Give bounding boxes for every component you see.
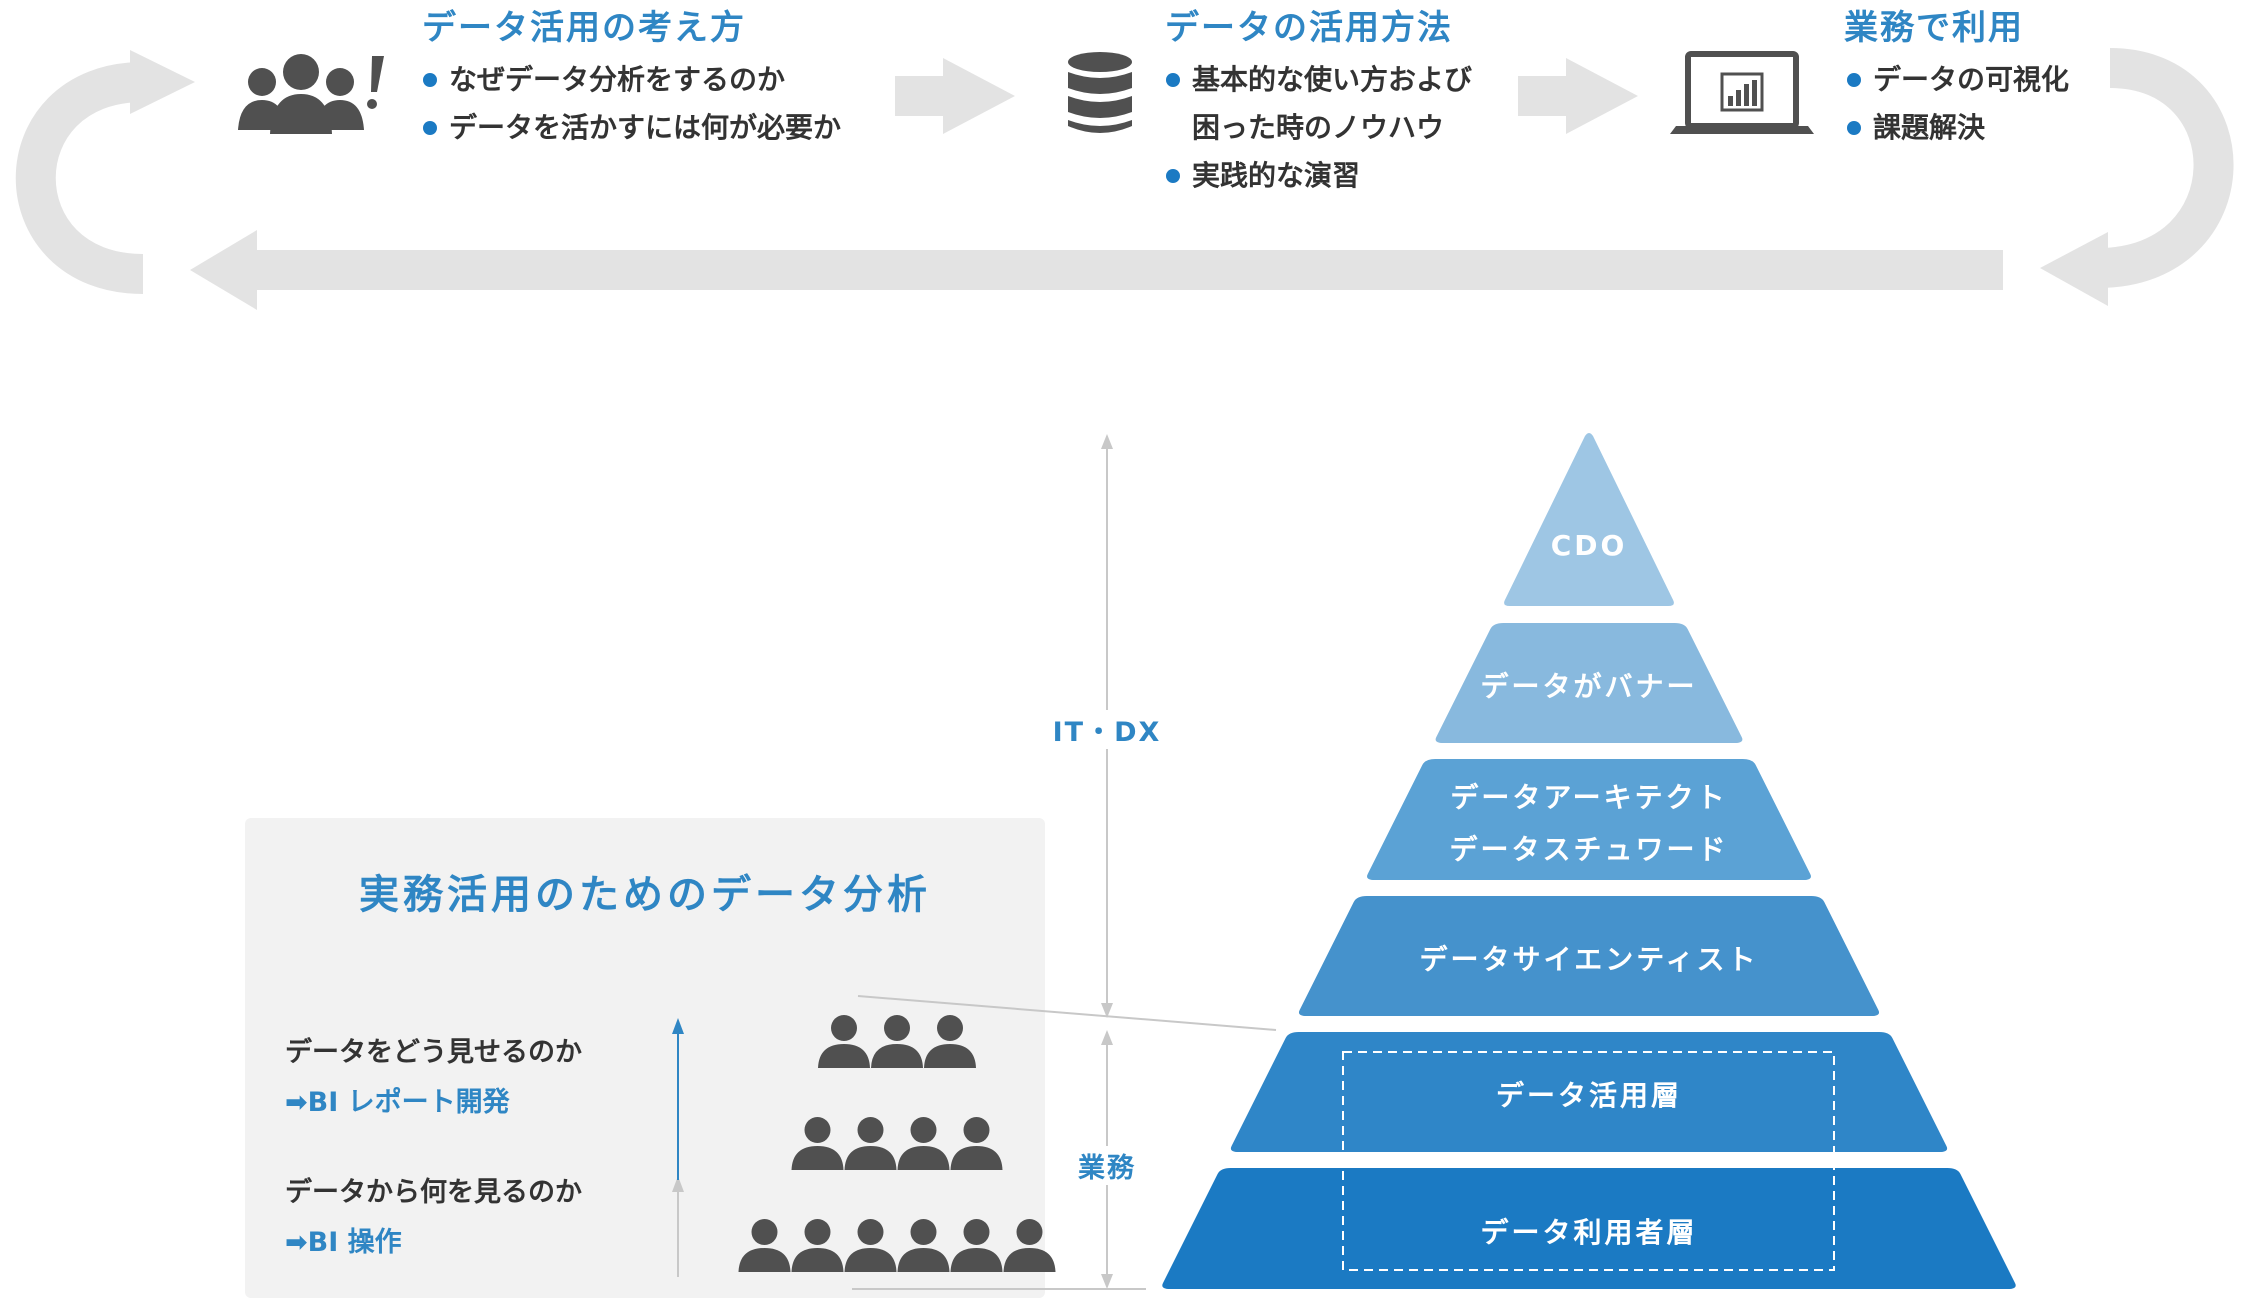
return-arrow-right-head (2040, 232, 2108, 306)
flow-diagram (15, 48, 2234, 310)
step-title-1: データ活用の考え方 (422, 8, 746, 48)
pyramid-tier-label-1: CDO (1550, 529, 1628, 562)
step-1-bullet-2: データを活かすには何が必要か (423, 104, 841, 152)
step-list-2: 基本的な使い方および 困った時のノウハウ 実践的な演習 (1166, 56, 1472, 200)
return-arrow-left (15, 62, 144, 294)
pyramid-tier-label-3-1: データアーキテクト (1450, 780, 1728, 814)
panel-answer-2: ➡BI 操作 (285, 1227, 402, 1258)
pyramid-tier-label-5: データ活用層 (1495, 1079, 1682, 1112)
step-title-2: データの活用方法 (1165, 8, 1453, 48)
return-bar-head (190, 230, 257, 310)
pyramid-tier-label-6: データ利用者層 (1480, 1215, 1698, 1249)
pyramid-tier-label-2: データがバナー (1480, 670, 1698, 703)
step-2-bullet-1: 基本的な使い方および (1166, 56, 1472, 104)
panel-title: 実務活用のためのデータ分析 (359, 872, 931, 918)
return-arrow-right (2097, 48, 2234, 288)
panel-answer-1: ➡BI レポート開発 (285, 1087, 510, 1118)
step-arrow-1 (895, 58, 1015, 134)
step-3-bullet-1: データの可視化 (1847, 56, 2069, 104)
panel-question-2: データから何を見るのか (285, 1177, 582, 1208)
return-arrow-left-head (130, 50, 195, 114)
step-list-1: なぜデータ分析をするのか データを活かすには何が必要か (423, 56, 841, 152)
pyramid-tier-1 (1504, 433, 1674, 606)
step-1-bullet-1: なぜデータ分析をするのか (423, 56, 841, 104)
axis-label-it-dx: IT・DX (1052, 710, 1162, 749)
analysis-panel: 実務活用のためのデータ分析 データをどう見せるのか ➡BI レポート開発 データ… (245, 818, 1045, 1298)
step-2-bullet-1-cont: 困った時のノウハウ (1192, 111, 1445, 144)
axis-label-business: 業務 (1072, 1146, 1142, 1185)
pyramid-tier-label-4: データサイエンティスト (1419, 943, 1759, 976)
panel-question-1: データをどう見せるのか (285, 1037, 582, 1068)
step-arrow-2 (1518, 58, 1638, 134)
pyramid-tier-label-3-2: データスチュワード (1449, 832, 1729, 866)
step-2-bullet-2: 実践的な演習 (1166, 152, 1472, 200)
people-alert-icon (238, 54, 384, 134)
database-icon (1068, 52, 1132, 133)
return-bar (255, 250, 2003, 290)
step-3-bullet-2: 課題解決 (1847, 104, 2069, 152)
laptop-chart-icon (1670, 51, 1814, 134)
step-list-3: データの可視化 課題解決 (1847, 56, 2069, 152)
step-title-3: 業務で利用 (1844, 8, 2024, 48)
